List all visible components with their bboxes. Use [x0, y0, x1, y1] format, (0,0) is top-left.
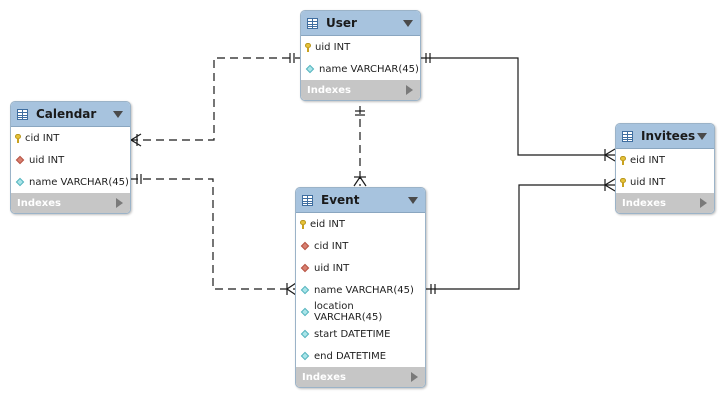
- column-row[interactable]: start DATETIME: [296, 323, 425, 345]
- column-label: eid INT: [310, 218, 345, 230]
- column-label: end DATETIME: [314, 350, 387, 362]
- column-row[interactable]: uid INT: [301, 36, 420, 58]
- foreign-key-icon: [15, 155, 25, 165]
- foreign-key-icon: [300, 241, 310, 251]
- attribute-icon: [300, 329, 310, 339]
- table-calendar[interactable]: Calendar cid INT uid INT name VARCHAR(45…: [10, 101, 131, 214]
- column-row[interactable]: uid INT: [11, 149, 130, 171]
- table-title: User: [326, 16, 357, 30]
- collapse-arrow-icon[interactable]: [697, 133, 707, 140]
- table-icon: [302, 194, 313, 206]
- column-label: location VARCHAR(45): [314, 301, 383, 323]
- table-icon: [307, 17, 318, 29]
- attribute-icon: [305, 64, 315, 74]
- table-title: Calendar: [36, 107, 97, 121]
- relationship-calendar-event[interactable]: [130, 174, 297, 296]
- indexes-section[interactable]: Indexes: [301, 80, 420, 100]
- indexes-section[interactable]: Indexes: [296, 367, 425, 387]
- indexes-section[interactable]: Indexes: [11, 193, 130, 213]
- collapse-arrow-icon[interactable]: [403, 20, 413, 27]
- column-row[interactable]: uid INT: [296, 257, 425, 279]
- primary-key-icon: [300, 219, 306, 229]
- indexes-label: Indexes: [302, 371, 346, 383]
- indexes-section[interactable]: Indexes: [616, 193, 714, 213]
- indexes-label: Indexes: [17, 197, 61, 209]
- column-label: eid INT: [630, 154, 665, 166]
- expand-arrow-icon[interactable]: [116, 198, 123, 208]
- column-row[interactable]: cid INT: [11, 127, 130, 149]
- column-label: cid INT: [314, 240, 349, 252]
- attribute-icon: [300, 307, 310, 317]
- attribute-icon: [300, 351, 310, 361]
- table-header[interactable]: Event: [296, 188, 425, 213]
- table-title: Event: [321, 193, 360, 207]
- relationship-calendar-user[interactable]: [130, 53, 301, 147]
- table-header[interactable]: Calendar: [11, 102, 130, 127]
- column-row[interactable]: name VARCHAR(45): [301, 58, 420, 80]
- column-label: name VARCHAR(45): [29, 176, 129, 188]
- table-icon: [17, 108, 28, 120]
- column-label: name VARCHAR(45): [314, 284, 414, 296]
- table-header[interactable]: Invitees: [616, 124, 714, 149]
- collapse-arrow-icon[interactable]: [408, 197, 418, 204]
- column-label: uid INT: [29, 154, 65, 166]
- column-row[interactable]: name VARCHAR(45): [11, 171, 130, 193]
- relationship-user-invitees[interactable]: [420, 53, 616, 162]
- table-header[interactable]: User: [301, 11, 420, 36]
- indexes-label: Indexes: [307, 84, 351, 96]
- table-invitees[interactable]: Invitees eid INT uid INT Indexes: [615, 123, 715, 214]
- column-row[interactable]: name VARCHAR(45): [296, 279, 425, 301]
- column-row[interactable]: eid INT: [616, 149, 714, 171]
- column-row[interactable]: uid INT: [616, 171, 714, 193]
- table-icon: [622, 130, 633, 142]
- attribute-icon: [15, 177, 25, 187]
- collapse-arrow-icon[interactable]: [113, 111, 123, 118]
- column-row[interactable]: end DATETIME: [296, 345, 425, 367]
- table-event[interactable]: Event eid INT cid INT uid INT name VARCH…: [295, 187, 426, 388]
- expand-arrow-icon[interactable]: [411, 372, 418, 382]
- column-label: start DATETIME: [314, 328, 391, 340]
- column-row[interactable]: location VARCHAR(45): [296, 301, 425, 323]
- primary-key-icon: [620, 155, 626, 165]
- primary-key-icon: [620, 177, 626, 187]
- foreign-key-icon: [300, 263, 310, 273]
- column-label: uid INT: [315, 41, 351, 53]
- table-title: Invitees: [641, 129, 696, 143]
- indexes-label: Indexes: [622, 197, 666, 209]
- relationship-event-user[interactable]: [353, 106, 367, 187]
- column-row[interactable]: cid INT: [296, 235, 425, 257]
- primary-key-icon: [15, 133, 21, 143]
- column-label: uid INT: [314, 262, 350, 274]
- column-row[interactable]: eid INT: [296, 213, 425, 235]
- column-label: name VARCHAR(45): [319, 63, 419, 75]
- primary-key-icon: [305, 42, 311, 52]
- relationship-event-invitees[interactable]: [425, 178, 616, 294]
- expand-arrow-icon[interactable]: [700, 198, 707, 208]
- attribute-icon: [300, 285, 310, 295]
- column-label: cid INT: [25, 132, 60, 144]
- table-user[interactable]: User uid INT name VARCHAR(45) Indexes: [300, 10, 421, 101]
- expand-arrow-icon[interactable]: [406, 85, 413, 95]
- column-label: uid INT: [630, 176, 666, 188]
